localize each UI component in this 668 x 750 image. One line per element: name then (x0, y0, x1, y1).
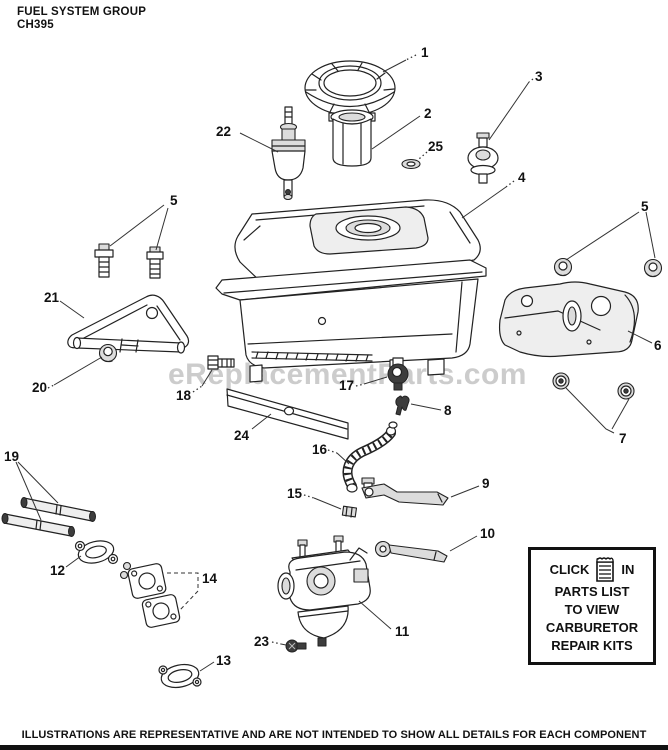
callout-8: 8 (444, 403, 452, 418)
part-24-shield-plate: 24 (226, 388, 349, 443)
callout-20: 20 (32, 380, 47, 395)
callout-5-right: 5 (641, 199, 649, 214)
callout-24: 24 (234, 428, 250, 443)
infobox-click-label: CLICK (549, 562, 590, 577)
callout-25: 25 (428, 139, 444, 154)
part-22-fuel-filter: 22 (216, 106, 306, 201)
part-15-clamp: 15 (287, 486, 358, 518)
part-16-fuel-hose: 16 (312, 421, 398, 493)
callout-16: 16 (312, 442, 328, 457)
part-21-bracket: 21 (44, 290, 190, 354)
infobox-line-5: REPAIR KITS (551, 638, 633, 653)
callout-15: 15 (287, 486, 303, 501)
model-number: CH395 (17, 19, 54, 31)
part-10-rod: 10 (374, 526, 495, 563)
callout-5-left: 5 (170, 193, 178, 208)
part-9-control-lever: 9 (361, 476, 490, 506)
part-11-carburetor: 11 (277, 535, 410, 647)
diagram-header: FUEL SYSTEM GROUP CH395 (17, 6, 146, 32)
callout-17: 17 (339, 378, 354, 393)
callout-21: 21 (44, 290, 60, 305)
infobox-line-4: CARBURETOR (545, 620, 639, 635)
callout-1: 1 (421, 45, 429, 60)
part-18-screw: 18 (176, 355, 235, 403)
part-12-gasket: 12 (50, 540, 119, 578)
infobox-line-2: PARTS LIST (554, 584, 630, 599)
callout-6: 6 (654, 338, 662, 353)
disclaimer-text: ILLUSTRATIONS ARE REPRESENTATIVE AND ARE… (21, 729, 647, 741)
callout-11: 11 (395, 624, 410, 639)
small-screw (285, 189, 291, 195)
footer-bar (0, 745, 668, 750)
part-5-nuts-right: 5 (553, 199, 663, 278)
callout-4: 4 (518, 170, 526, 185)
part-3-mount-bushing: 3 (467, 69, 543, 184)
callout-18: 18 (176, 388, 192, 403)
part-23-bolt: 23 (254, 634, 307, 653)
part-1-fuel-cap: 1 (304, 45, 429, 116)
callout-3: 3 (535, 69, 543, 84)
part-8-clip: 8 (395, 395, 452, 418)
page-title: FUEL SYSTEM GROUP (17, 6, 147, 18)
callout-23: 23 (254, 634, 270, 649)
part-6-control-bracket: 6 (498, 281, 662, 358)
parts-list-icon (596, 557, 615, 582)
part-19-fuel-lines: 19 (1, 449, 96, 537)
infobox-line-1: CLICK IN (549, 557, 635, 583)
callout-22: 22 (216, 124, 231, 139)
callout-10: 10 (480, 526, 495, 541)
infobox-line-3: TO VIEW (564, 602, 620, 617)
callout-14: 14 (202, 571, 218, 586)
part-4-fuel-tank: 4 (215, 170, 526, 383)
infobox-in-label: IN (621, 562, 635, 577)
part-25-washer: 25 (401, 139, 444, 170)
part-17-fuel-valve: 17 (339, 357, 409, 393)
part-14-gasket-set: 14 (119, 561, 218, 628)
callout-9: 9 (482, 476, 490, 491)
part-5-screws-left: 5 (94, 193, 178, 279)
callout-7: 7 (619, 431, 627, 446)
part-7-grommets: 7 (552, 372, 635, 446)
callout-19: 19 (4, 449, 19, 464)
callout-12: 12 (50, 563, 65, 578)
callout-2: 2 (424, 106, 432, 121)
carburetor-repair-kits-note: CLICK IN PARTS LIST TO VIEW CARBURETOR R… (528, 547, 656, 665)
part-13-gasket: 13 (158, 653, 232, 689)
part-2-fuel-strainer: 2 (328, 106, 432, 167)
callout-13: 13 (216, 653, 232, 668)
part-20-flange-nut: 20 (32, 343, 118, 395)
